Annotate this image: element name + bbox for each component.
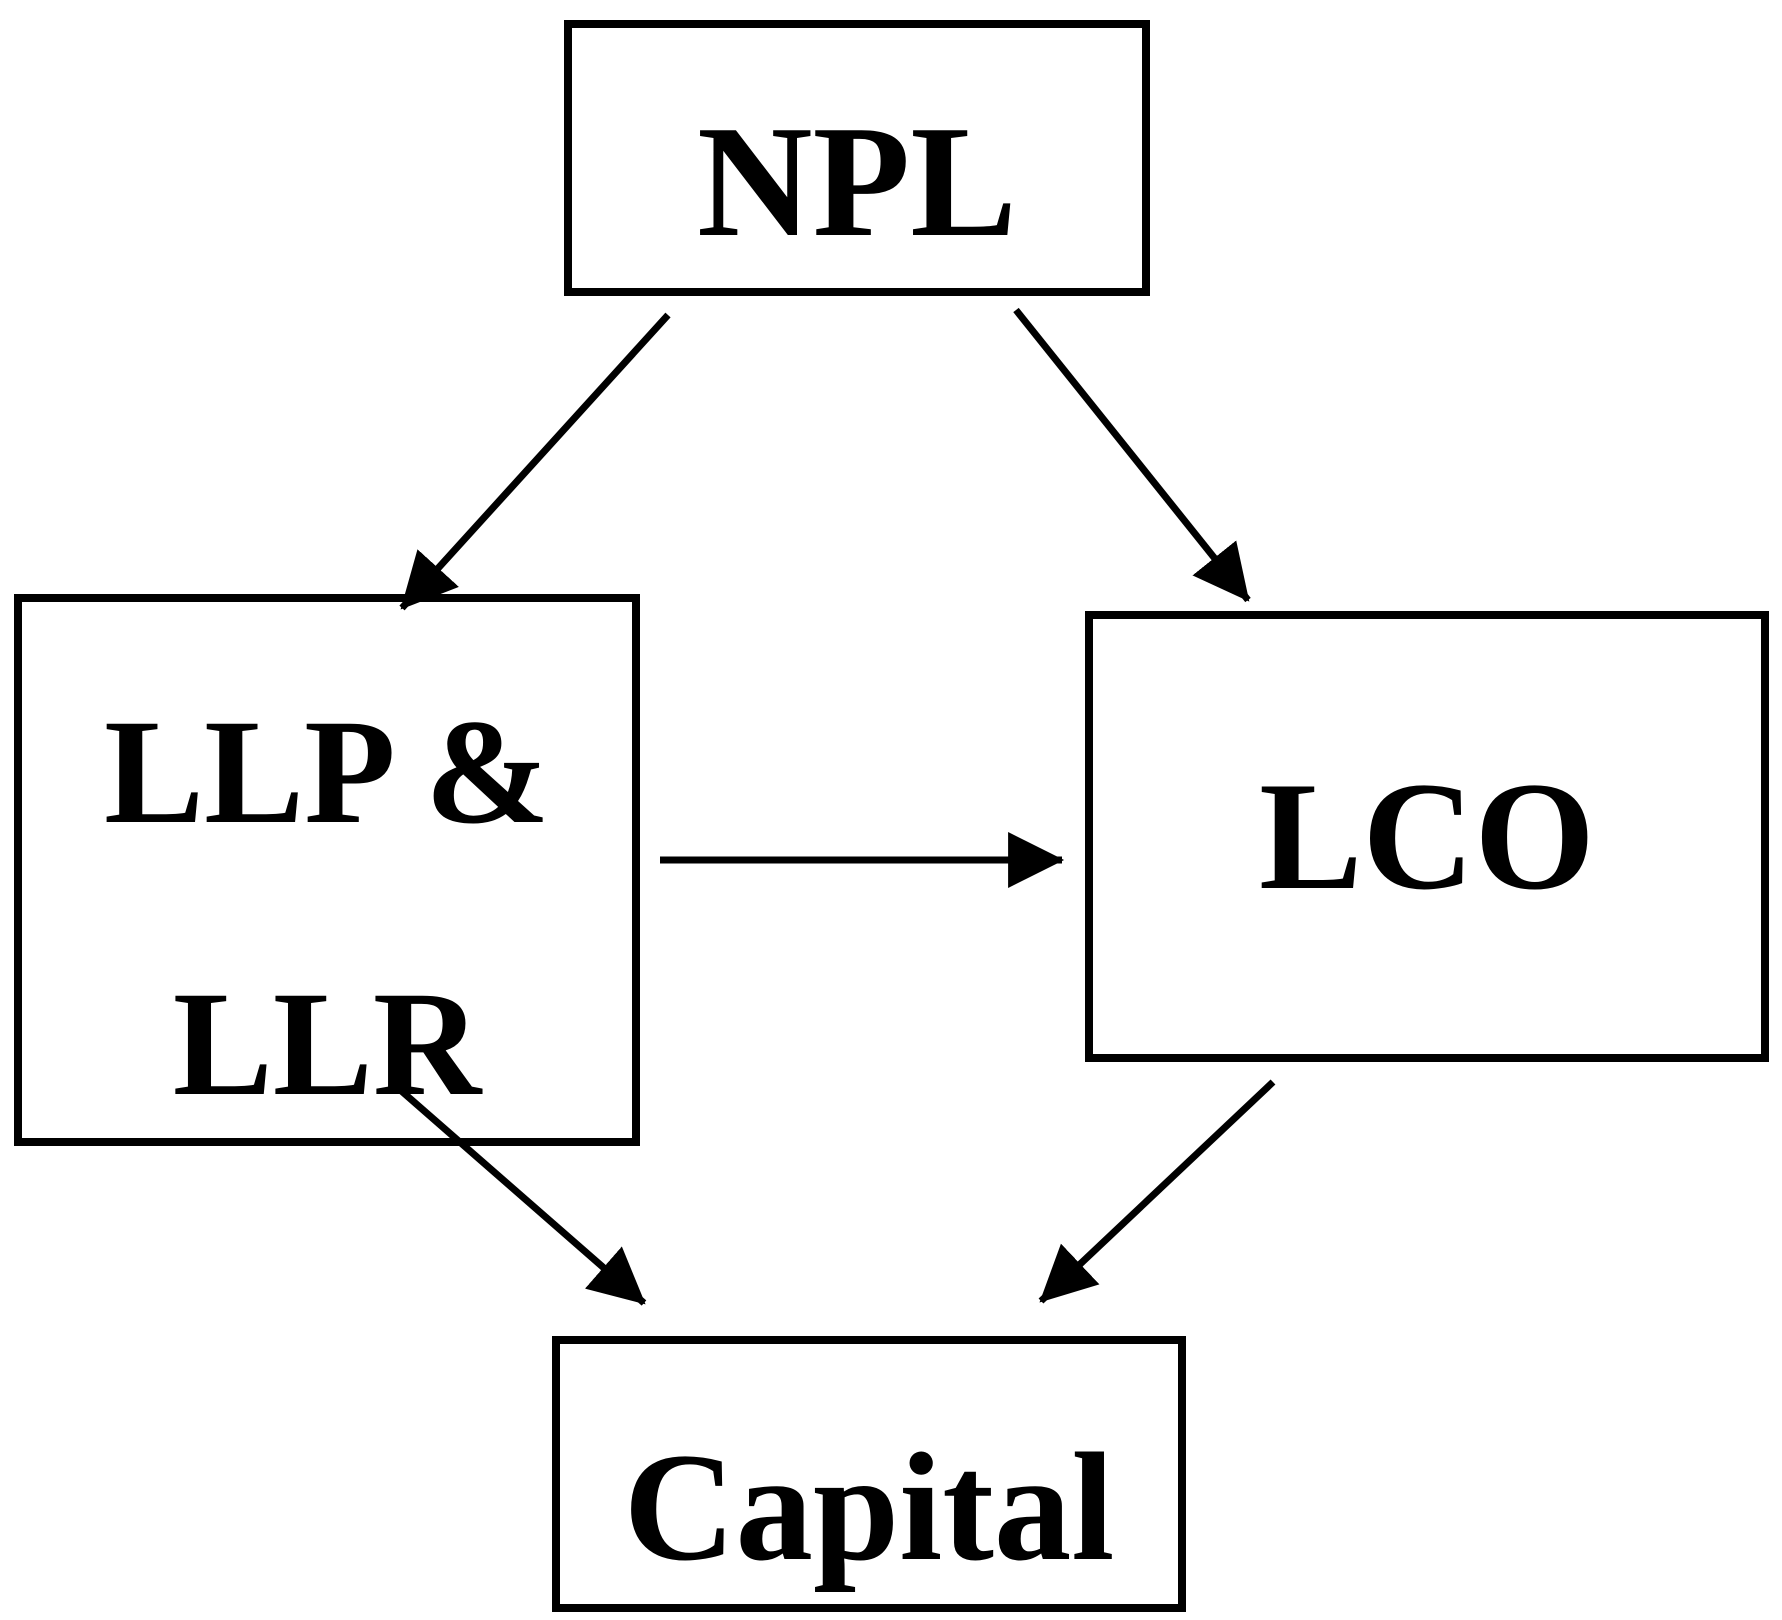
node-lco-label: LCO bbox=[1259, 750, 1595, 922]
arrow-npl-to-llp_llr bbox=[399, 312, 671, 611]
node-npl: NPL bbox=[564, 20, 1150, 296]
node-capital-label: Capital bbox=[623, 1420, 1115, 1593]
node-llp-llr-label-line1: LLP & bbox=[104, 688, 550, 855]
node-lco: LCO bbox=[1085, 611, 1769, 1062]
node-llp-llr-label-line2: LLR bbox=[172, 960, 482, 1127]
arrow-npl-to-lco bbox=[1013, 307, 1251, 603]
node-llp-llr: LLP & LLR bbox=[14, 594, 640, 1146]
node-capital: Capital bbox=[552, 1336, 1186, 1612]
arrow-lco-to-capital bbox=[1038, 1079, 1276, 1304]
node-npl-label: NPL bbox=[697, 91, 1017, 270]
